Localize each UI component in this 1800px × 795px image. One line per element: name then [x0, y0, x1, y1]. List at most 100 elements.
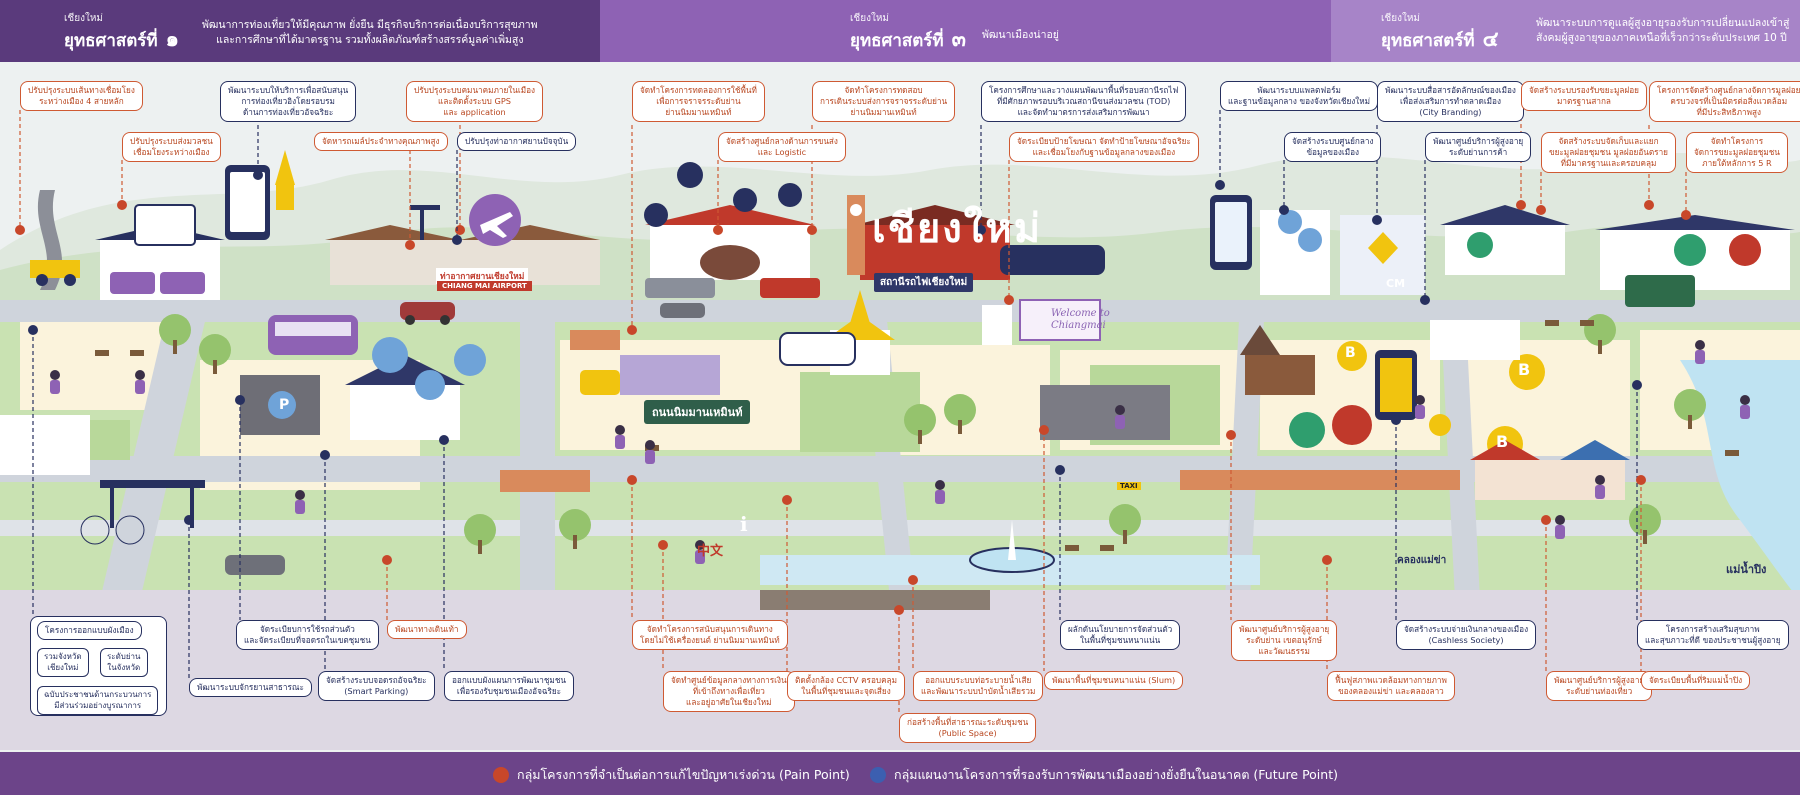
callout-slum-development: พัฒนาพื้นที่ชุมชนหนาแน่น (Slum): [1044, 671, 1184, 690]
airport-sign-th: ท่าอากาศยานเชียงใหม่: [436, 268, 529, 284]
callout-area-traffic-trial: จัดทำโครงการทดลองการใช้พื้นที่เพื่อการจร…: [632, 81, 765, 122]
callout-waste-center: โครงการจัดสร้างศูนย์กลางจัดการมูลฝอยครบว…: [1649, 81, 1800, 122]
label-line: จัดทำศูนย์ข้อมูลกลางทางการเงิน: [671, 675, 787, 685]
heritage-temple: [1245, 355, 1315, 395]
pain-point-pin-icon: [1322, 555, 1332, 565]
bench-icon: [130, 350, 144, 356]
label-line: จัดทำโครงการ: [1710, 136, 1764, 146]
wheel: [64, 274, 76, 286]
shop-house: [1430, 320, 1520, 360]
truck-icon: [645, 278, 715, 298]
strategy-4-description: พัฒนาระบบการดูแลผู้สูงอายุรองรับการเปลี่…: [1536, 16, 1789, 46]
label-line: ปรับปรุงท่าอากาศยานปัจจุบัน: [465, 136, 569, 146]
payment-card: [1380, 358, 1412, 412]
nimman-shops: [620, 355, 720, 395]
phone-screen: [1215, 202, 1247, 262]
label-line: และฐานข้อมูลกลาง ของจังหวัดเชียงใหม่: [1228, 96, 1371, 106]
label-line: จัดทำโครงการสนับสนุนการเดินทาง: [646, 624, 773, 634]
strategy-4-kicker: เชียงใหม่: [1381, 13, 1421, 24]
label-line: รวมจังหวัด: [44, 652, 82, 661]
label-line: มีส่วนร่วมอย่างบูรณาการ: [54, 700, 142, 710]
logistics-roof: [645, 205, 815, 225]
road-vertical: [1440, 300, 1480, 600]
pain-point-pin-icon: [658, 540, 668, 550]
wheel: [440, 315, 450, 325]
label-line: โครงการออกแบบผังเมือง: [45, 625, 134, 635]
crane-mast: [420, 205, 424, 240]
tree-icon: [559, 509, 591, 541]
coin-icon-shape: [1509, 354, 1545, 390]
strategy-1-kicker: เชียงใหม่: [64, 13, 104, 24]
city-bus-icon: [780, 333, 855, 365]
callout-logistics-hub: จัดสร้างศูนย์กลางด้านการขนส่งและ Logisti…: [718, 132, 846, 162]
label-line: มาตรฐานสากล: [1556, 96, 1611, 106]
label-line: พัฒนาศูนย์บริการผู้สูงอายุ: [1433, 136, 1524, 146]
strategy-1-desc-line-1: พัฒนาการท่องเที่ยวให้มีคุณภาพ ยั่งยืน มี…: [202, 19, 538, 31]
city-wall: [500, 470, 590, 492]
bicycle-wheel: [80, 515, 110, 545]
bench-icon: [1100, 545, 1114, 551]
label-line: จัดการขยะมูลฝอยชุมชน: [1694, 147, 1780, 157]
label-line: จัดสร้างระบบจอดรถอัจฉริยะ: [326, 675, 427, 685]
label-line: ปรับปรุงระบบเส้นทางเชื่อมโยง: [28, 85, 135, 95]
callout-public-space: ก่อสร้างพื้นที่สาธารณะระดับชุมชน(Public …: [899, 713, 1037, 743]
railway-station-sign: สถานีรถไฟเชียงใหม่: [874, 273, 974, 292]
label-line: (City Branding): [1419, 107, 1482, 117]
tree-trunk: [1688, 415, 1692, 429]
label-line: และเชื่อมโยงกับฐานข้อมูลกลางของเมือง: [1032, 147, 1176, 157]
callout-cashless-society: จัดสร้างระบบจ่ายเงินกลางของเมือง(Cashles…: [1396, 620, 1537, 650]
nimman-road-sign: ถนนนิมมานเหมินท์: [644, 400, 751, 424]
logistics-gate: [700, 245, 760, 280]
strategy-3-title-text: ยุทธศาสตร์ที่: [850, 31, 944, 51]
callout-city-branding: พัฒนาระบบสื่อสารอัตลักษณ์ของเมืองเพื่อส่…: [1377, 81, 1524, 122]
callout-smart-community-plan: ออกแบบผังแผนการพัฒนาชุมชนเพื่อรองรับชุมช…: [444, 671, 574, 701]
tree-trunk: [918, 430, 922, 444]
callout-smart-billboard: จัดระเบียบป้ายโฆษณา จัดทำป้ายโฆษณาอัจฉริ…: [1009, 132, 1199, 162]
clock-tower: [847, 195, 865, 275]
no-burn-icon: [1729, 234, 1761, 266]
label-line: ของคลองแม่ข่า และคลองลาว: [1338, 686, 1444, 696]
label-line: การเดินระบบส่งการจราจรระดับย่าน: [820, 96, 948, 106]
label-line: และ application: [443, 107, 506, 117]
van-circle-icon: [778, 183, 802, 207]
label-line: (Smart Parking): [344, 686, 409, 696]
strategy-1-description: พัฒนาการท่องเที่ยวให้มีคุณภาพ ยั่งยืน มี…: [202, 18, 538, 48]
callout-city-plan: โครงการออกแบบผังเมือง: [37, 621, 142, 640]
coin-icon-shape: [1429, 414, 1451, 436]
label-line: จัดสร้างระบบจัดเก็บและแยก: [1558, 136, 1659, 146]
label-line: และพัฒนาระบบบำบัดน้ำเสียรวม: [921, 686, 1036, 696]
label-line: (Cashless Society): [1428, 635, 1504, 645]
crane-icon: [410, 205, 440, 210]
pain-point-pin-icon: [1516, 200, 1526, 210]
road-diagonal: [100, 300, 210, 600]
stupa-base: [276, 185, 294, 210]
label-line: ในพื้นที่ชุมชนหนาแน่น: [1080, 635, 1161, 645]
side-building: [0, 415, 90, 475]
label-line: ติดตั้งกล้อง CCTV ครอบคลุม: [795, 675, 897, 685]
label-line: การท่องเที่ยวอิงโดยรอบรม: [241, 96, 335, 106]
market-stall-roof: [1470, 440, 1540, 460]
tree-trunk: [173, 340, 177, 354]
pain-point-pin-icon: [1226, 430, 1236, 440]
callout-walkway: พัฒนาทางเดินเท้า: [387, 620, 467, 639]
callout-5r-waste: จัดทำโครงการจัดการขยะมูลฝอยชุมชนภายใต้หล…: [1686, 132, 1788, 173]
coin-icon: B: [1345, 345, 1356, 361]
label-line: ระดับย่าน: [107, 652, 141, 661]
pain-point-pin-icon: [807, 225, 817, 235]
callout-ping-riverside: จัดระเบียบพื้นที่ริมแม่น้ำปิง: [1641, 671, 1751, 690]
label-line: จัดหารถเมล์ประจำทางคุณภาพสูง: [322, 136, 440, 146]
label-line: โครงการศึกษาและวางแผนพัฒนาพื้นที่รอบสถาน…: [989, 85, 1179, 95]
label-line: และจัดทำมาตรการส่งเสริมการพัฒนา: [1017, 107, 1150, 117]
strategy-4-desc-line-2: สังคมผู้สูงอายุของภาคเหนือที่เร็วกว่าระด…: [1536, 32, 1787, 44]
label-line: พัฒนาระบบจักรยานสาธารณะ: [197, 682, 304, 692]
future-point-pin-icon: [235, 395, 245, 405]
tree-icon: [1674, 389, 1706, 421]
cm-logo-text: CM: [1386, 277, 1406, 290]
label-line: จัดสร้างศูนย์กลางด้านการขนส่ง: [726, 136, 838, 146]
bus-stop-roof: [100, 480, 205, 488]
label-line: ที่มีศักยภาพรอบบริเวณสถานีขนส่งมวลชน (TO…: [996, 96, 1171, 106]
sub-public-participation: ฉบับประชาชนด้านกระบวนการมีส่วนร่วมอย่างบ…: [37, 686, 159, 715]
coin-icon: B: [1518, 360, 1531, 379]
label-line: และวัฒนธรรม: [1258, 646, 1310, 656]
